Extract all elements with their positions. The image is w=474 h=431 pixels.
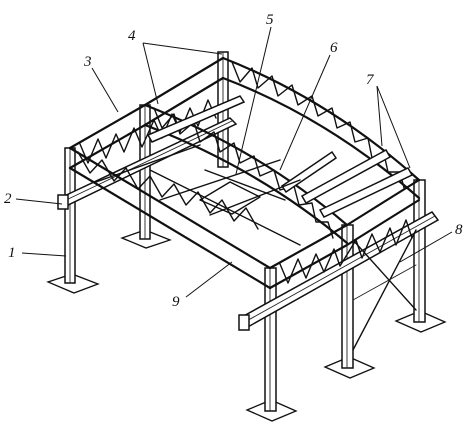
truss-arched-front (143, 103, 349, 245)
label-8: 8 (455, 222, 463, 238)
purlin-1 (146, 95, 246, 143)
label-5: 5 (266, 12, 274, 28)
column-front-middle (264, 267, 277, 412)
label-4: 4 (128, 28, 136, 44)
purlin-3 (300, 148, 392, 205)
roof-bracing (149, 159, 301, 246)
leader-lines (15, 26, 453, 298)
purlin-4 (318, 167, 414, 218)
callout-labels: 1 2 3 4 5 6 7 8 9 (4, 12, 463, 310)
label-9: 9 (172, 294, 180, 310)
columns (64, 51, 426, 412)
label-6: 6 (330, 40, 338, 56)
label-1: 1 (8, 245, 16, 261)
brace-x-1 (352, 229, 417, 351)
purlins (95, 95, 414, 218)
truss-front (68, 146, 272, 290)
brace-x-2 (352, 239, 417, 311)
label-3: 3 (83, 54, 92, 70)
crane-beams (57, 117, 440, 331)
label-2: 2 (4, 191, 12, 207)
wall-bracing (352, 229, 417, 351)
truss-right-end (268, 178, 421, 290)
label-7: 7 (366, 72, 375, 88)
